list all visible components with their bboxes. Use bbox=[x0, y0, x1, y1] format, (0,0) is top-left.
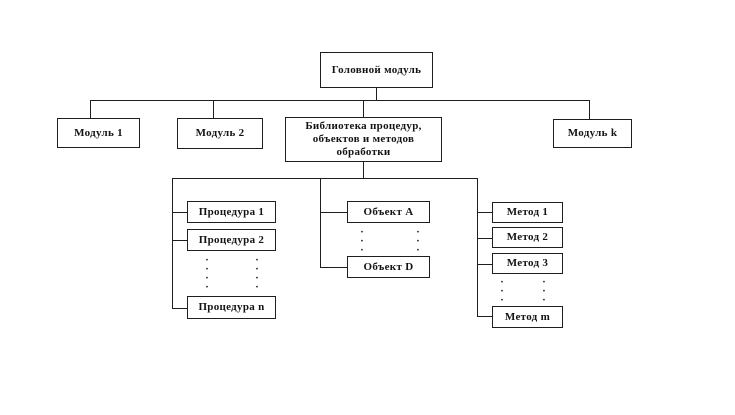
node-module-2: Модуль 2 bbox=[177, 118, 263, 149]
node-procedure-1: Процедура 1 bbox=[187, 201, 276, 223]
connector-rail-methods bbox=[477, 178, 478, 317]
node-object-d: Объект D bbox=[347, 256, 430, 278]
node-module-1: Модуль 1 bbox=[57, 118, 140, 148]
node-procedure-n: Процедура n bbox=[187, 296, 276, 319]
node-method-2: Метод 2 bbox=[492, 227, 563, 248]
connector-stub-objectD bbox=[320, 267, 347, 268]
node-method-3: Метод 3 bbox=[492, 253, 563, 274]
connector-main-trunk bbox=[376, 88, 377, 101]
connector-stub-proceduren bbox=[172, 308, 187, 309]
connector-drop-modulek bbox=[589, 100, 590, 120]
connector-drop-library bbox=[363, 100, 364, 118]
connector-stub-procedure2 bbox=[172, 240, 187, 241]
connector-stub-method1 bbox=[477, 212, 492, 213]
connector-library-trunk bbox=[363, 162, 364, 179]
connector-stub-method2 bbox=[477, 238, 492, 239]
node-procedure-2: Процедура 2 bbox=[187, 229, 276, 251]
connector-stub-objectA bbox=[320, 212, 347, 213]
connector-stub-procedure1 bbox=[172, 212, 187, 213]
connector-level1-bus bbox=[90, 100, 590, 101]
connector-drop-module2 bbox=[213, 100, 214, 119]
node-method-m: Метод m bbox=[492, 306, 563, 328]
ellipsis-procedures-left: · · · · bbox=[205, 254, 209, 293]
connector-rail-objects bbox=[320, 178, 321, 267]
ellipsis-procedures-right: · · · · bbox=[255, 254, 259, 293]
connector-stub-method3 bbox=[477, 264, 492, 265]
connector-stub-methodm bbox=[477, 316, 492, 317]
node-main-module: Головной модуль bbox=[320, 52, 433, 88]
connector-drop-module1 bbox=[90, 100, 91, 119]
node-library: Библиотека процедур, объектов и методов … bbox=[285, 117, 442, 162]
node-object-a: Объект A bbox=[347, 201, 430, 223]
connector-rail-procedures bbox=[172, 178, 173, 308]
node-method-1: Метод 1 bbox=[492, 202, 563, 223]
connector-level2-bus bbox=[172, 178, 478, 179]
node-module-k: Модуль k bbox=[553, 119, 632, 148]
